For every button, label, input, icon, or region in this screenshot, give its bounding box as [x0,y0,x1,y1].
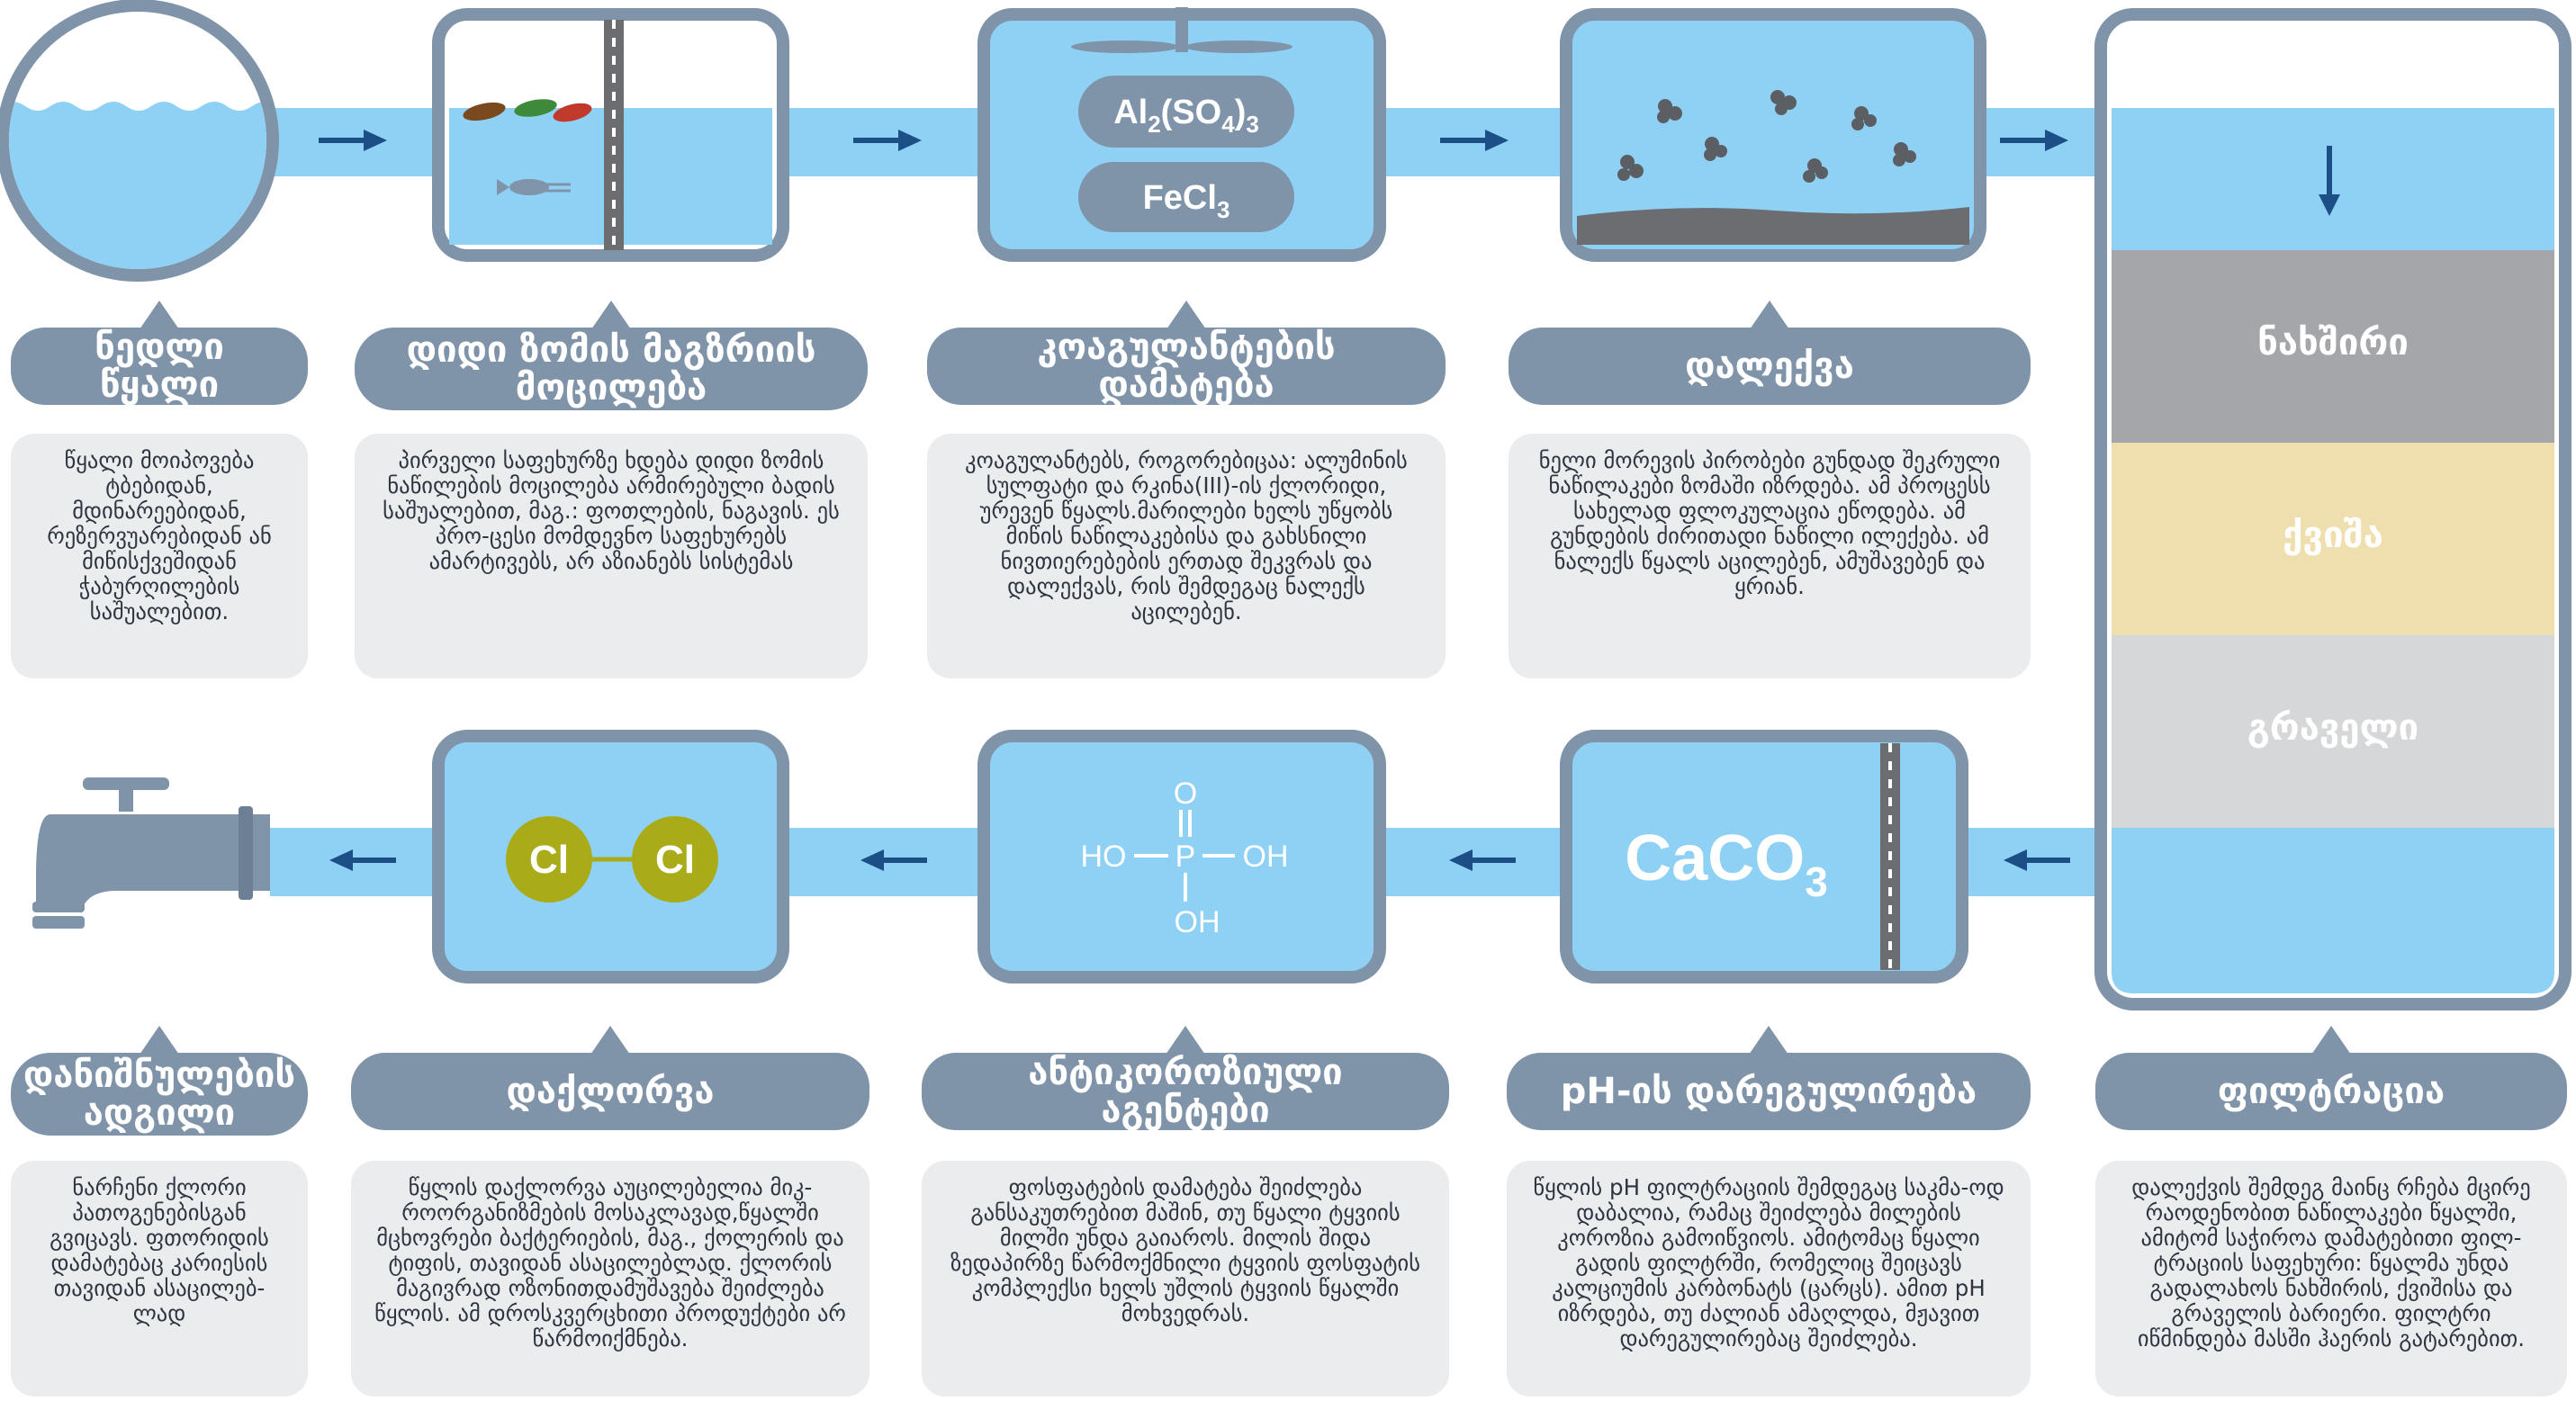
filtration-column [2094,8,2571,1010]
chlorine-atom-right [632,816,718,903]
raw-water-tank [0,0,279,282]
phosphoric-acid-formula: O P HO OH OH [1081,777,1289,939]
arrow-right-icon [1440,130,1509,151]
arrow-right-icon [2000,130,2068,151]
chlorine-label-right: Cl [655,838,695,882]
gravel-layer [2112,635,2554,828]
oxygen-label: O [1174,777,1197,811]
step-title-screening: დიდი ზომის მაგზრიის მოცილება [355,301,868,410]
chlorine-atom-left [506,816,592,903]
step-text-coagulation: კოაგულანტებს, როგორებიცაა: ალუმინის სულფ… [927,434,1446,678]
screening-tank [432,8,789,262]
faucet-icon [32,777,270,929]
step-text-raw-water: წყალი მოიპოვება ტბებიდან, მდინარეებიდან,… [11,434,308,678]
arrow-left-icon [1449,849,1516,871]
hydroxyl-right-label: OH [1243,840,1289,874]
aluminium-sulfate-formula: Al2(SO4)3 [1113,94,1259,138]
step-title-sedimentation: დალექვა [1509,301,2031,405]
leaves-icon [463,99,592,122]
coal-layer [2112,250,2554,443]
coagulation-tank [977,7,1386,262]
ferric-chloride-pill [1078,162,1294,232]
sedimentation-tank [1560,8,1986,262]
arrow-right-icon [319,130,387,151]
gravel-layer-label: გრაველი [2247,707,2419,749]
arrow-left-icon [860,849,927,871]
step-title-ph: pH-ის დარეგულირება [1507,1026,2031,1130]
hydroxyl-bottom-label: OH [1175,905,1220,939]
step-title-chlorination: დაქლორვა [351,1026,869,1130]
step-text-anticorrosion: ფოსფატების დამატება შეიძლება განსაკუთრებ… [922,1161,1449,1397]
step-title-filtration: ფილტრაცია [2095,1026,2567,1130]
step-title-destination: დანიშნულების ადგილი [11,1026,308,1136]
step-text-ph: წყლის pH ფილტრაციის შემდეგაც საკმა-ოდ და… [1507,1161,2031,1397]
chlorine-label-left: Cl [529,838,569,882]
aluminium-sulfate-pill [1078,76,1294,148]
step-text-screening: პირველი საფეხურზე ხდება დიდი ზომის ნაწილ… [355,434,868,678]
arrow-right-icon [853,130,922,151]
flow-arrows [319,130,2070,871]
step-title-anticorrosion: ანტიკოროზიული აგენტები [922,1026,1449,1130]
ph-adjust-tank [1560,730,1968,983]
sand-layer-label: ქვიშა [2283,515,2383,556]
floc-particles [1617,90,1916,183]
sand-layer [2112,443,2554,635]
fish-icon [497,179,571,195]
calcium-carbonate-formula: CaCO3 [1625,822,1828,905]
step-title-coagulation: კოაგულანტების დამატება [927,301,1446,405]
step-title-raw-water: ნედლი წყალი [11,301,308,405]
ferric-chloride-formula: FeCl3 [1143,179,1230,223]
hydroxyl-left-label: HO [1081,840,1127,874]
arrow-left-icon [2004,849,2070,871]
chlorination-tank [432,730,789,983]
step-text-filtration: დალექვის შემდეგ მაინც რჩება მცირე რაოდენ… [2095,1161,2567,1397]
step-text-sedimentation: ნელი მორევის პირობები გუნდად შეკრული ნაწ… [1509,434,2031,678]
coal-layer-label: ნახშირი [2257,322,2409,364]
phosphate-bonds [1134,810,1235,902]
down-arrow-icon [2319,146,2340,216]
phosphorus-label: P [1175,840,1196,874]
step-text-chlorination: წყლის დაქლორვა აუცილებელია მიკ-როორგანიზ… [351,1161,869,1397]
anticorrosion-tank [977,730,1386,983]
step-text-destination: ნარჩენი ქლორი პათოგენებისგან გვიცავს. ფთ… [11,1161,308,1397]
arrow-left-icon [329,849,396,871]
